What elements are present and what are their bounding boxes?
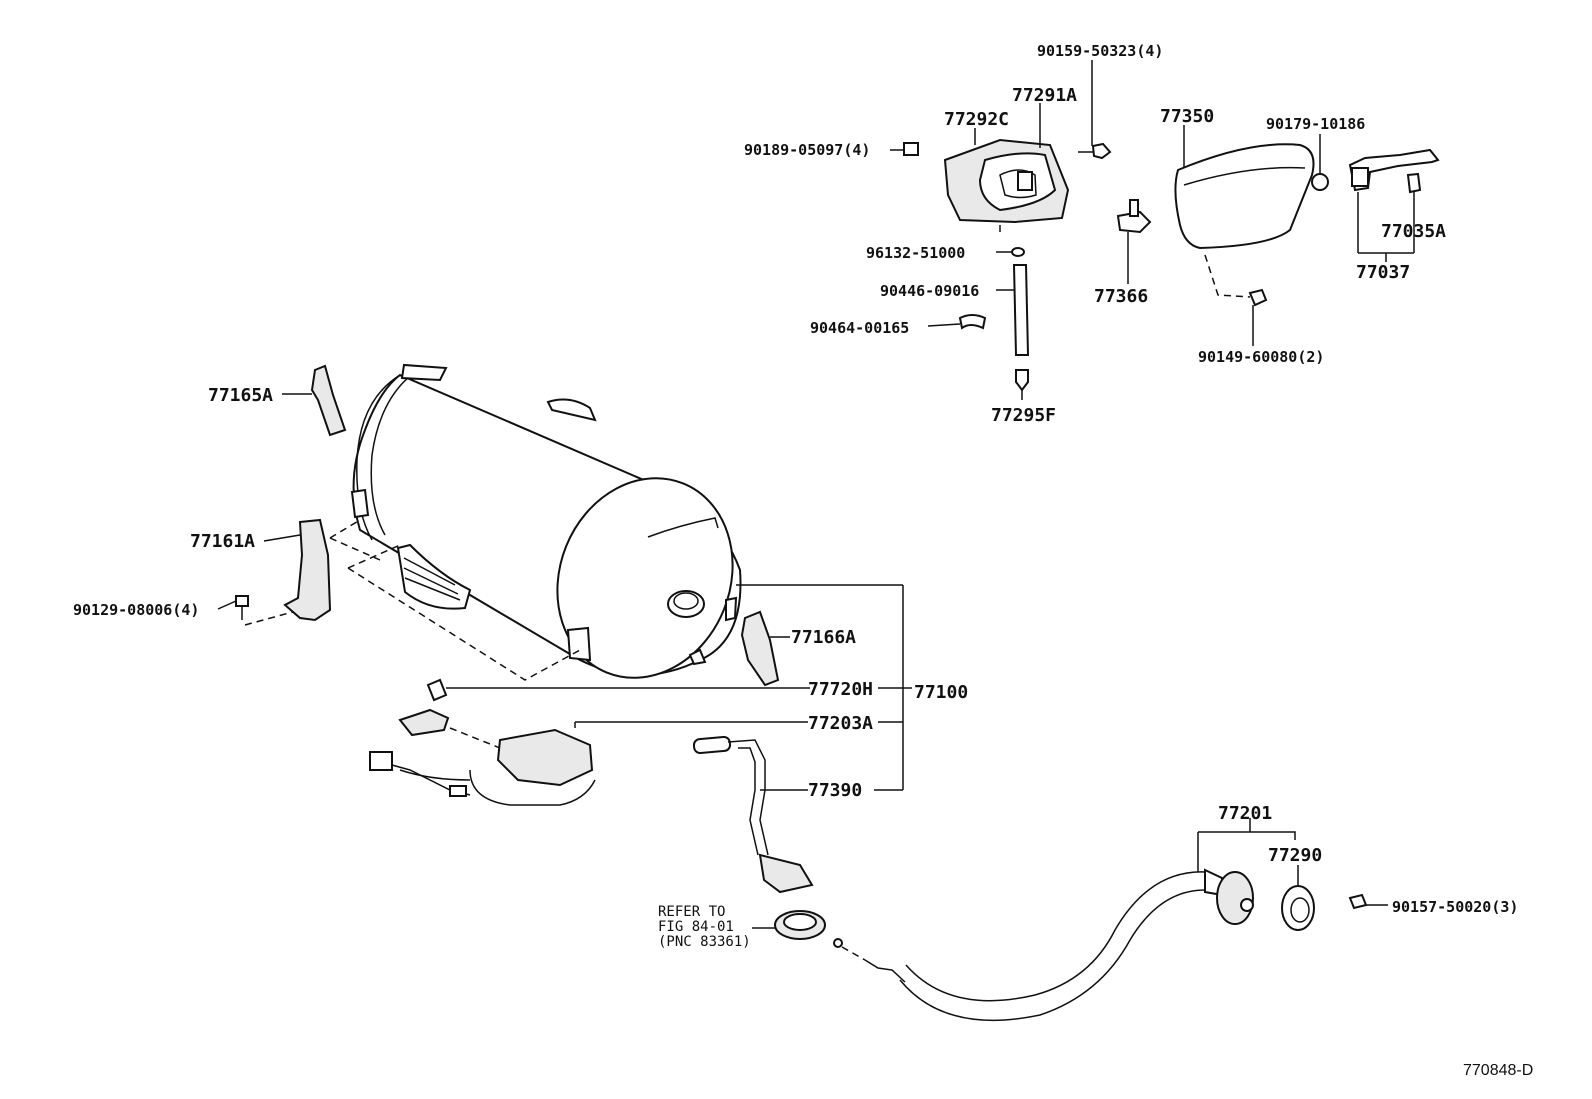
label-77292C: 77292C <box>944 109 1009 130</box>
gasket-77290 <box>1281 865 1315 931</box>
filler-pipe-77201 <box>833 818 1296 1021</box>
pump-connector <box>398 708 511 753</box>
group-bracket-77100 <box>736 584 912 791</box>
label-90149-60080: 90149-60080(2) <box>1198 348 1324 366</box>
fuel-tank <box>350 363 742 679</box>
label-77390: 77390 <box>808 780 862 801</box>
opener-77037 <box>1348 148 1440 262</box>
label-77720H: 77720H <box>808 679 873 700</box>
bolt-90149-60080 <box>1248 288 1268 346</box>
reference-note-line3: (PNC 83361) <box>658 934 751 950</box>
label-90159-50323: 90159-50323(4) <box>1037 42 1163 60</box>
fuel-lid-77350 <box>1174 125 1315 298</box>
label-90179-10186: 90179-10186 <box>1266 115 1365 133</box>
screw-90189-05097 <box>890 142 919 156</box>
reference-note-line2: FIG 84-01 <box>658 919 734 935</box>
screw-90159-50323 <box>1078 60 1112 160</box>
clamp-90464-00165 <box>927 314 987 330</box>
label-77161A: 77161A <box>190 531 255 552</box>
filler-housing-77292C <box>943 138 1070 232</box>
hose-90446-09016 <box>996 264 1030 356</box>
label-77350: 77350 <box>1160 106 1214 127</box>
label-77203A: 77203A <box>808 713 873 734</box>
label-90189-05097: 90189-05097(4) <box>744 141 870 159</box>
vent-tube-77390 <box>692 735 814 894</box>
label-90157-50020: 90157-50020(3) <box>1392 898 1518 916</box>
pump-77203A <box>369 721 808 806</box>
label-90464-00165: 90464-00165 <box>810 319 909 337</box>
label-77100: 77100 <box>914 682 968 703</box>
label-77166A: 77166A <box>791 627 856 648</box>
label-96132-51000: 96132-51000 <box>866 244 965 262</box>
label-77366: 77366 <box>1094 286 1148 307</box>
label-77035A: 77035A <box>1381 221 1446 242</box>
label-90446-09016: 90446-09016 <box>880 282 979 300</box>
label-77165A: 77165A <box>208 385 273 406</box>
clip-90179-10186 <box>1311 134 1329 191</box>
sender-gauge-77720H <box>426 678 810 702</box>
label-77291A: 77291A <box>1012 85 1077 106</box>
bracket-77161A <box>263 518 332 622</box>
label-77201: 77201 <box>1218 803 1272 824</box>
figure-id: 770848-D <box>1463 1062 1533 1079</box>
bracket-77166A <box>740 610 790 687</box>
screw-90157-50020 <box>1348 893 1388 910</box>
bolt-90129-08006 <box>217 595 249 620</box>
reference-note-line1: REFER TO <box>658 904 725 920</box>
mounting-dashed-outline <box>244 519 581 681</box>
filler-grommet <box>752 910 826 940</box>
bracket-77165A <box>282 364 347 437</box>
label-90129-08006: 90129-08006(4) <box>73 601 199 619</box>
label-77290: 77290 <box>1268 845 1322 866</box>
valve-77295F <box>1015 369 1029 400</box>
label-77037: 77037 <box>1356 262 1410 283</box>
label-77295F: 77295F <box>991 405 1056 426</box>
hinge-77366 <box>1116 199 1152 284</box>
gasket-96132-51000 <box>996 247 1025 257</box>
